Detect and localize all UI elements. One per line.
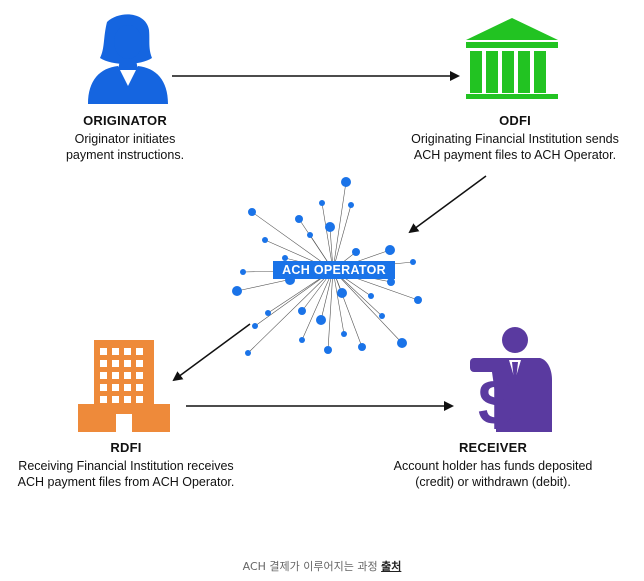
originator-node: ORIGINATOR Originator initiates payment … xyxy=(40,113,210,163)
source-link[interactable]: 출처 xyxy=(381,560,402,573)
rdfi-desc-line2: ACH payment files from ACH Operator. xyxy=(17,475,235,489)
receiver-desc-line2: (credit) or withdrawn (debit). xyxy=(415,475,571,489)
hub-node-dot xyxy=(410,259,416,265)
building-window xyxy=(100,384,107,391)
hub-node-dot xyxy=(337,288,347,298)
hub-spoke xyxy=(332,181,347,271)
building-window xyxy=(124,360,131,367)
hub-node-dot xyxy=(252,323,258,329)
hub-node-dot xyxy=(232,286,242,296)
bank-building-icon xyxy=(466,18,558,99)
building-window xyxy=(124,372,131,379)
hub-spoke xyxy=(332,269,345,335)
hub-node-dot xyxy=(316,315,326,325)
building-window xyxy=(124,384,131,391)
hub-node-dot xyxy=(324,346,332,354)
hub-spoke xyxy=(321,202,334,271)
hub-node-dot xyxy=(414,296,422,304)
hub-node-dot xyxy=(265,310,271,316)
building-window xyxy=(100,360,107,367)
hub-spoke xyxy=(327,269,334,351)
hub-node-dot xyxy=(307,232,313,238)
building-window xyxy=(112,348,119,355)
hub-node-dot xyxy=(397,338,407,348)
person-icon xyxy=(88,14,168,104)
hub-node-dot xyxy=(319,200,325,206)
building-window xyxy=(124,396,131,403)
odfi-node: ODFI Originating Financial Institution s… xyxy=(380,113,644,163)
building-window xyxy=(100,372,107,379)
building-window xyxy=(100,348,107,355)
figure-caption: ACH 결제가 이루어지는 과정 출처 xyxy=(0,558,644,574)
building-window xyxy=(112,360,119,367)
hub-node-dot xyxy=(262,237,268,243)
hub-node-dot xyxy=(379,313,385,319)
hub-node-dot xyxy=(282,255,288,261)
caption-text: ACH 결제가 이루어지는 과정 xyxy=(242,560,382,573)
odfi-desc-line2: ACH payment files to ACH Operator. xyxy=(413,148,617,162)
hub-node-dot xyxy=(299,337,305,343)
hub-spoke xyxy=(332,269,363,348)
arrow-operator-to-rdfi xyxy=(172,323,251,382)
hub-node-dot xyxy=(368,293,374,299)
hub-node-dot xyxy=(298,307,306,315)
hub-spoke xyxy=(247,269,334,354)
hub-node-dot xyxy=(295,215,303,223)
odfi-desc-line1: Originating Financial Institution sends xyxy=(411,132,619,146)
building-window xyxy=(136,348,143,355)
originator-title: ORIGINATOR xyxy=(83,113,167,128)
rdfi-title: RDFI xyxy=(110,440,142,455)
receiver-title: RECEIVER xyxy=(458,440,528,455)
receiver-desc-line1: Account holder has funds deposited xyxy=(393,459,593,473)
office-building-icon xyxy=(78,340,170,432)
building-window xyxy=(112,384,119,391)
building-window xyxy=(136,360,143,367)
originator-desc-line2: payment instructions. xyxy=(65,148,185,162)
building-window xyxy=(100,396,107,403)
building-window xyxy=(124,348,131,355)
hub-node-dot xyxy=(387,278,395,286)
building-window xyxy=(136,396,143,403)
hub-spoke xyxy=(332,204,352,271)
building-window xyxy=(112,396,119,403)
building-window xyxy=(112,372,119,379)
hub-node-dot xyxy=(240,269,246,275)
receiver-node: RECEIVER Account holder has funds deposi… xyxy=(368,440,618,490)
hub-spoke xyxy=(254,269,334,327)
rdfi-node: RDFI Receiving Financial Institution rec… xyxy=(0,440,252,490)
hub-node-dot xyxy=(352,248,360,256)
odfi-title: ODFI xyxy=(499,113,531,128)
hub-node-dot xyxy=(245,350,251,356)
hub-node-dot xyxy=(325,222,335,232)
hub-node-dot xyxy=(341,331,347,337)
hub-spoke xyxy=(332,269,403,344)
hub-node-dot xyxy=(348,202,354,208)
hub-spoke xyxy=(301,269,334,341)
arrow-odfi-to-operator xyxy=(408,175,487,234)
originator-desc-line1: Originator initiates xyxy=(74,132,176,146)
hub-node-dot xyxy=(248,208,256,216)
ach-operator-label: ACH OPERATOR xyxy=(273,261,395,279)
hub-spoke xyxy=(251,211,334,271)
hub-node-dot xyxy=(385,245,395,255)
rdfi-desc-line1: Receiving Financial Institution receives xyxy=(18,459,234,473)
businessman-dollar-icon: $ xyxy=(470,327,552,438)
svg-text:$: $ xyxy=(478,366,514,438)
building-window xyxy=(136,372,143,379)
hub-node-dot xyxy=(358,343,366,351)
hub-node-dot xyxy=(341,177,351,187)
building-window xyxy=(136,384,143,391)
